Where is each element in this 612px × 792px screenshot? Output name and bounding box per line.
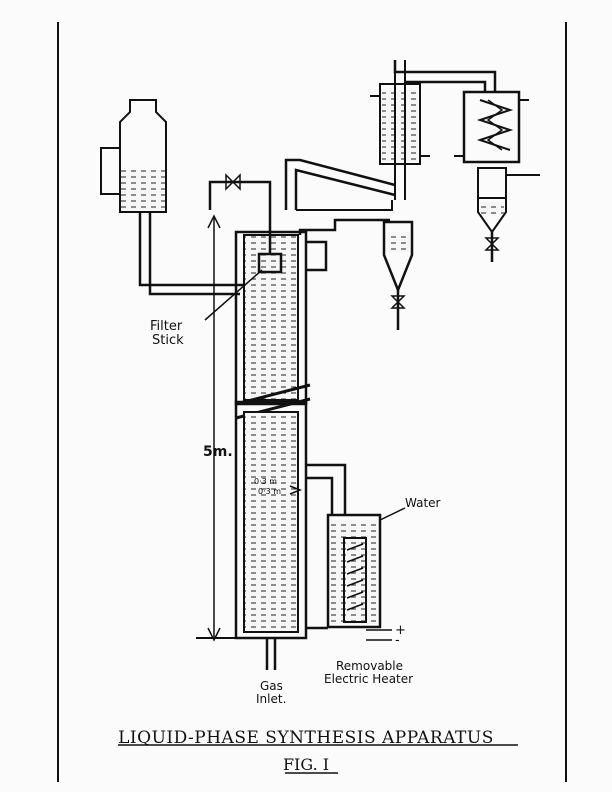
dim-label-2: 0·3 m <box>258 487 282 496</box>
feed-vessel <box>100 99 167 213</box>
coil-condenser <box>454 90 529 164</box>
top-transfer-pipe <box>393 60 497 92</box>
gas-label-line2: Inlet. <box>256 692 287 706</box>
vapour-pipe-inner <box>294 168 396 210</box>
vapour-header <box>296 200 393 211</box>
feed-line-inner <box>148 212 240 296</box>
water-leader-line <box>379 507 406 521</box>
right-receiver <box>477 167 540 262</box>
heater-minus-label: - <box>395 633 400 648</box>
water-label: Water <box>405 496 441 510</box>
dim-label-1: 0·3 m <box>254 477 278 486</box>
bath-overflow-pipe-inner <box>306 476 334 515</box>
heater-label-line1: Removable <box>336 659 404 673</box>
bath-overflow-pipe <box>306 463 347 515</box>
reactor-lower-section <box>234 400 308 640</box>
vapour-pipe <box>284 158 396 210</box>
top-valve <box>225 173 241 191</box>
filter-label-line1: Filter <box>150 319 183 334</box>
water-bath <box>326 513 382 629</box>
reactor-upper-section <box>234 230 308 406</box>
gas-label-line1: Gas <box>260 679 283 693</box>
separator-funnel <box>382 220 414 330</box>
height-label: 5m. <box>203 444 233 460</box>
overflow-pipe <box>298 218 390 235</box>
side-loop <box>306 240 328 272</box>
figure-title: LIQUID-PHASE SYNTHESIS APPARATUS <box>118 728 494 748</box>
dim-arrow <box>289 485 303 495</box>
heater-plus-label: + <box>395 623 406 638</box>
filter-label-line2: Stick <box>152 333 184 348</box>
heater-label-line2: Electric Heater <box>324 672 414 686</box>
condenser-column <box>370 60 430 200</box>
figure-number: FIG. I <box>282 755 330 774</box>
height-dimension <box>196 214 236 642</box>
top-transfer-pipe-inner <box>405 80 487 92</box>
